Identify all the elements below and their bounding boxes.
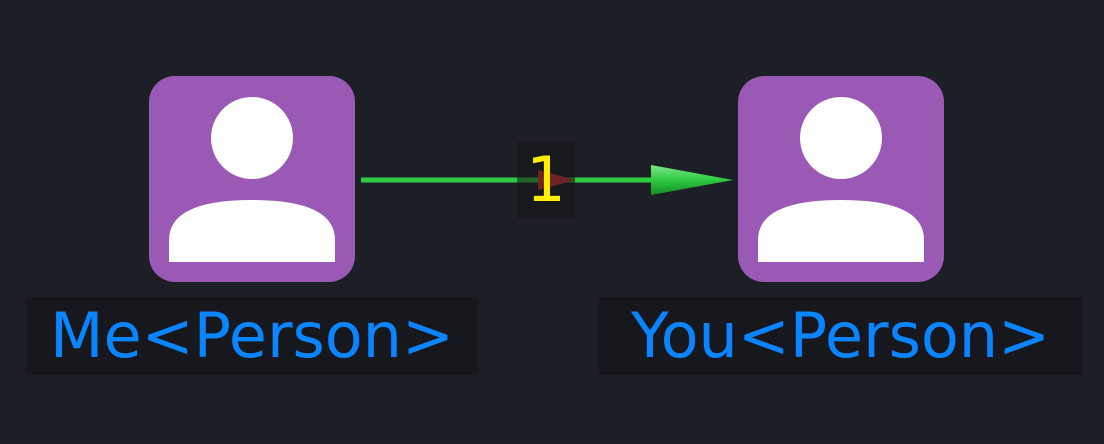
person-icon[interactable] bbox=[149, 76, 355, 282]
edge-label: 1 bbox=[526, 143, 566, 216]
edge-label-badge bbox=[517, 142, 575, 218]
node-label-me[interactable]: Me<Person> bbox=[26, 297, 478, 375]
node-label-you[interactable]: You<Person> bbox=[598, 297, 1083, 375]
arrowhead-icon bbox=[651, 165, 733, 195]
person-icon[interactable] bbox=[738, 76, 944, 282]
